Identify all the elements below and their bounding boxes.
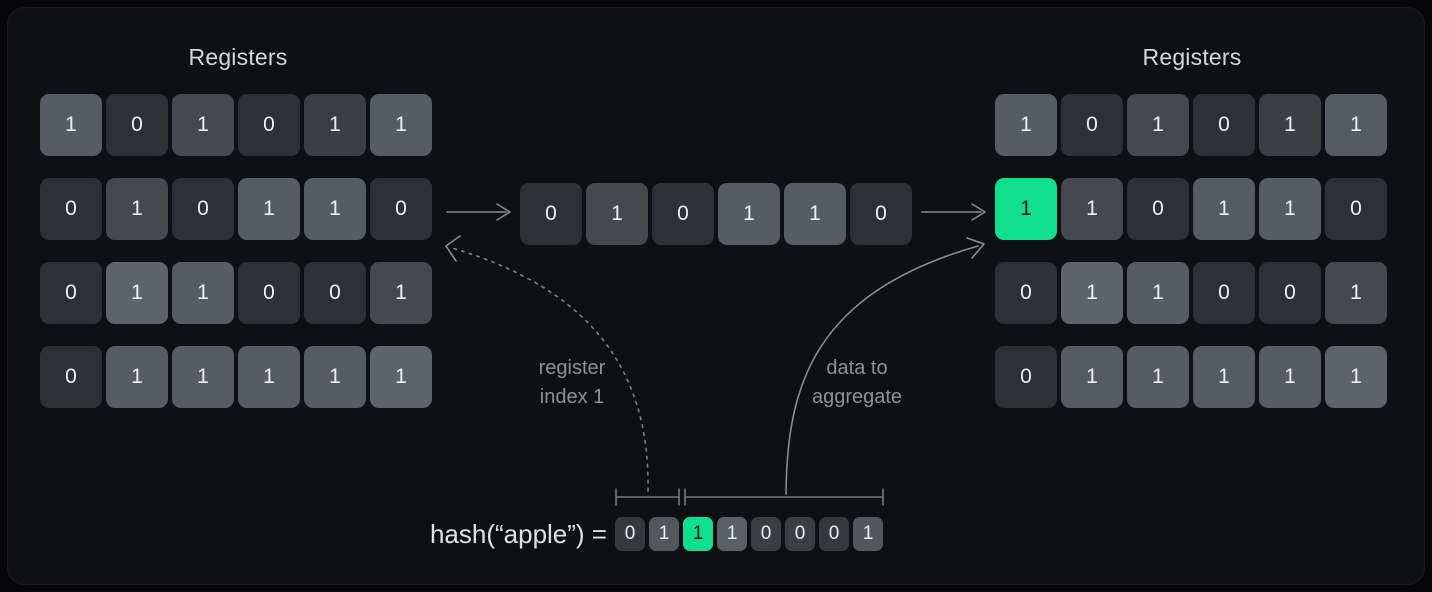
- register-cell: 1: [995, 94, 1057, 156]
- register-cell: 1: [106, 346, 168, 408]
- register-cell: 0: [995, 346, 1057, 408]
- register-cell: 1: [172, 346, 234, 408]
- register-cell: 1: [304, 178, 366, 240]
- register-cell: 0: [1193, 262, 1255, 324]
- register-cell: 1: [1259, 94, 1321, 156]
- register-index-label-line1: register: [538, 357, 606, 379]
- hash-bit-cell: 0: [615, 517, 645, 551]
- register-cell: 1: [238, 178, 300, 240]
- buffer-cell: 1: [586, 183, 648, 245]
- buffer-cell: 1: [784, 183, 846, 245]
- register-cell: 1: [238, 346, 300, 408]
- hash-bit-cell: 0: [819, 517, 849, 551]
- register-cell: 0: [1127, 178, 1189, 240]
- register-index-label-line2: index 1: [539, 386, 605, 408]
- register-cell: 1: [370, 346, 432, 408]
- register-index-label: register index 1: [487, 354, 657, 412]
- register-cell: 0: [40, 262, 102, 324]
- hash-bit-cell-highlighted: 1: [683, 517, 713, 551]
- register-cell: 1: [370, 94, 432, 156]
- register-cell: 0: [106, 94, 168, 156]
- register-cell: 1: [1193, 346, 1255, 408]
- hash-expression-label: hash(“apple”) =: [429, 519, 607, 549]
- left-registers-title: Registers: [188, 44, 288, 70]
- register-cell: 1: [106, 262, 168, 324]
- register-cell: 1: [172, 94, 234, 156]
- register-cell: 1: [1259, 178, 1321, 240]
- data-to-aggregate-label: data to aggregate: [772, 354, 942, 412]
- right-registers-title: Registers: [1142, 44, 1242, 70]
- buffer-cell: 0: [520, 183, 582, 245]
- register-cell: 1: [1193, 178, 1255, 240]
- register-cell: 0: [1061, 94, 1123, 156]
- register-cell: 1: [1127, 346, 1189, 408]
- register-cell: 1: [172, 262, 234, 324]
- register-cell: 1: [1325, 262, 1387, 324]
- hash-bit-cell: 0: [751, 517, 781, 551]
- register-cell: 0: [995, 262, 1057, 324]
- buffer-cell: 0: [850, 183, 912, 245]
- register-cell: 1: [370, 262, 432, 324]
- hash-bit-cell: 1: [717, 517, 747, 551]
- register-cell: 0: [238, 262, 300, 324]
- register-cell: 0: [304, 262, 366, 324]
- register-cell: 1: [1061, 262, 1123, 324]
- register-cell: 0: [40, 178, 102, 240]
- register-cell: 0: [1193, 94, 1255, 156]
- register-cell: 1: [1127, 94, 1189, 156]
- buffer-cell: 0: [652, 183, 714, 245]
- register-cell: 0: [370, 178, 432, 240]
- register-cell: 1: [1127, 262, 1189, 324]
- data-to-aggregate-label-line2: aggregate: [811, 386, 903, 408]
- register-cell-highlighted: 1: [995, 178, 1057, 240]
- buffer-cell: 1: [718, 183, 780, 245]
- register-cell: 0: [1325, 178, 1387, 240]
- register-cell: 0: [172, 178, 234, 240]
- register-cell: 1: [304, 346, 366, 408]
- data-to-aggregate-label-line1: data to: [826, 357, 888, 379]
- register-cell: 1: [1061, 346, 1123, 408]
- register-cell: 1: [304, 94, 366, 156]
- register-cell: 1: [1061, 178, 1123, 240]
- hash-bit-cell: 1: [853, 517, 883, 551]
- register-cell: 0: [40, 346, 102, 408]
- register-cell: 0: [1259, 262, 1321, 324]
- hash-bit-cell: 0: [785, 517, 815, 551]
- hash-bit-cell: 1: [649, 517, 679, 551]
- register-cell: 1: [1325, 346, 1387, 408]
- register-cell: 1: [1325, 94, 1387, 156]
- register-cell: 1: [40, 94, 102, 156]
- register-cell: 1: [106, 178, 168, 240]
- register-cell: 0: [238, 94, 300, 156]
- register-cell: 1: [1259, 346, 1321, 408]
